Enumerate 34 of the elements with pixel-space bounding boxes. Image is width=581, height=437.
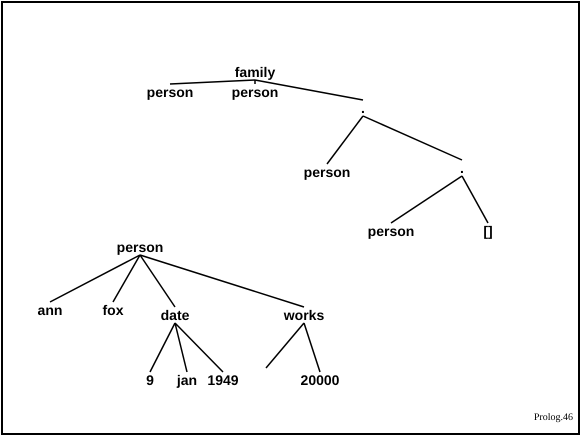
tree-branch-line xyxy=(112,254,141,302)
tree-node-label: 1949 xyxy=(206,372,240,388)
tree-branch-line xyxy=(139,254,176,308)
tree-branch-line xyxy=(265,322,305,368)
tree-node-label: 9 xyxy=(145,372,155,388)
tree-node-label: person xyxy=(230,84,280,100)
tree-node-label: jan xyxy=(176,372,198,388)
tree-node-label: person xyxy=(116,239,164,255)
tree-branch-line xyxy=(174,322,224,373)
tree-branch-line xyxy=(461,176,489,224)
slide-number: Prolog.46 xyxy=(534,411,573,425)
tree-branch-line xyxy=(362,115,462,161)
tree-node-label: ann xyxy=(36,302,64,318)
tree-node-label: person xyxy=(146,84,194,100)
tree-node-label: [] xyxy=(482,223,494,239)
tree-branch-line xyxy=(303,322,321,372)
tree-branch-line xyxy=(149,322,176,372)
tree-node-label: works xyxy=(282,307,326,323)
tree-node-label: . xyxy=(459,160,465,176)
tree-branch-line xyxy=(390,175,462,224)
tree-node-label: 20000 xyxy=(300,372,340,388)
tree-node-label: fox xyxy=(102,302,124,318)
tree-branch-line xyxy=(50,254,140,303)
tree-branch-line xyxy=(254,79,364,101)
tree-node-label: person xyxy=(366,223,416,239)
tree-node-label: . xyxy=(360,100,366,116)
tree-branch-line xyxy=(254,80,256,84)
tree-node-label: person xyxy=(302,164,352,180)
tree-branch-line xyxy=(170,79,256,85)
tree-branch-line xyxy=(326,116,364,164)
tree-node-label: date xyxy=(160,307,190,323)
tree-branch-line xyxy=(140,254,304,308)
tree-node-label: family xyxy=(234,64,276,80)
tree-branch-line xyxy=(174,322,188,372)
